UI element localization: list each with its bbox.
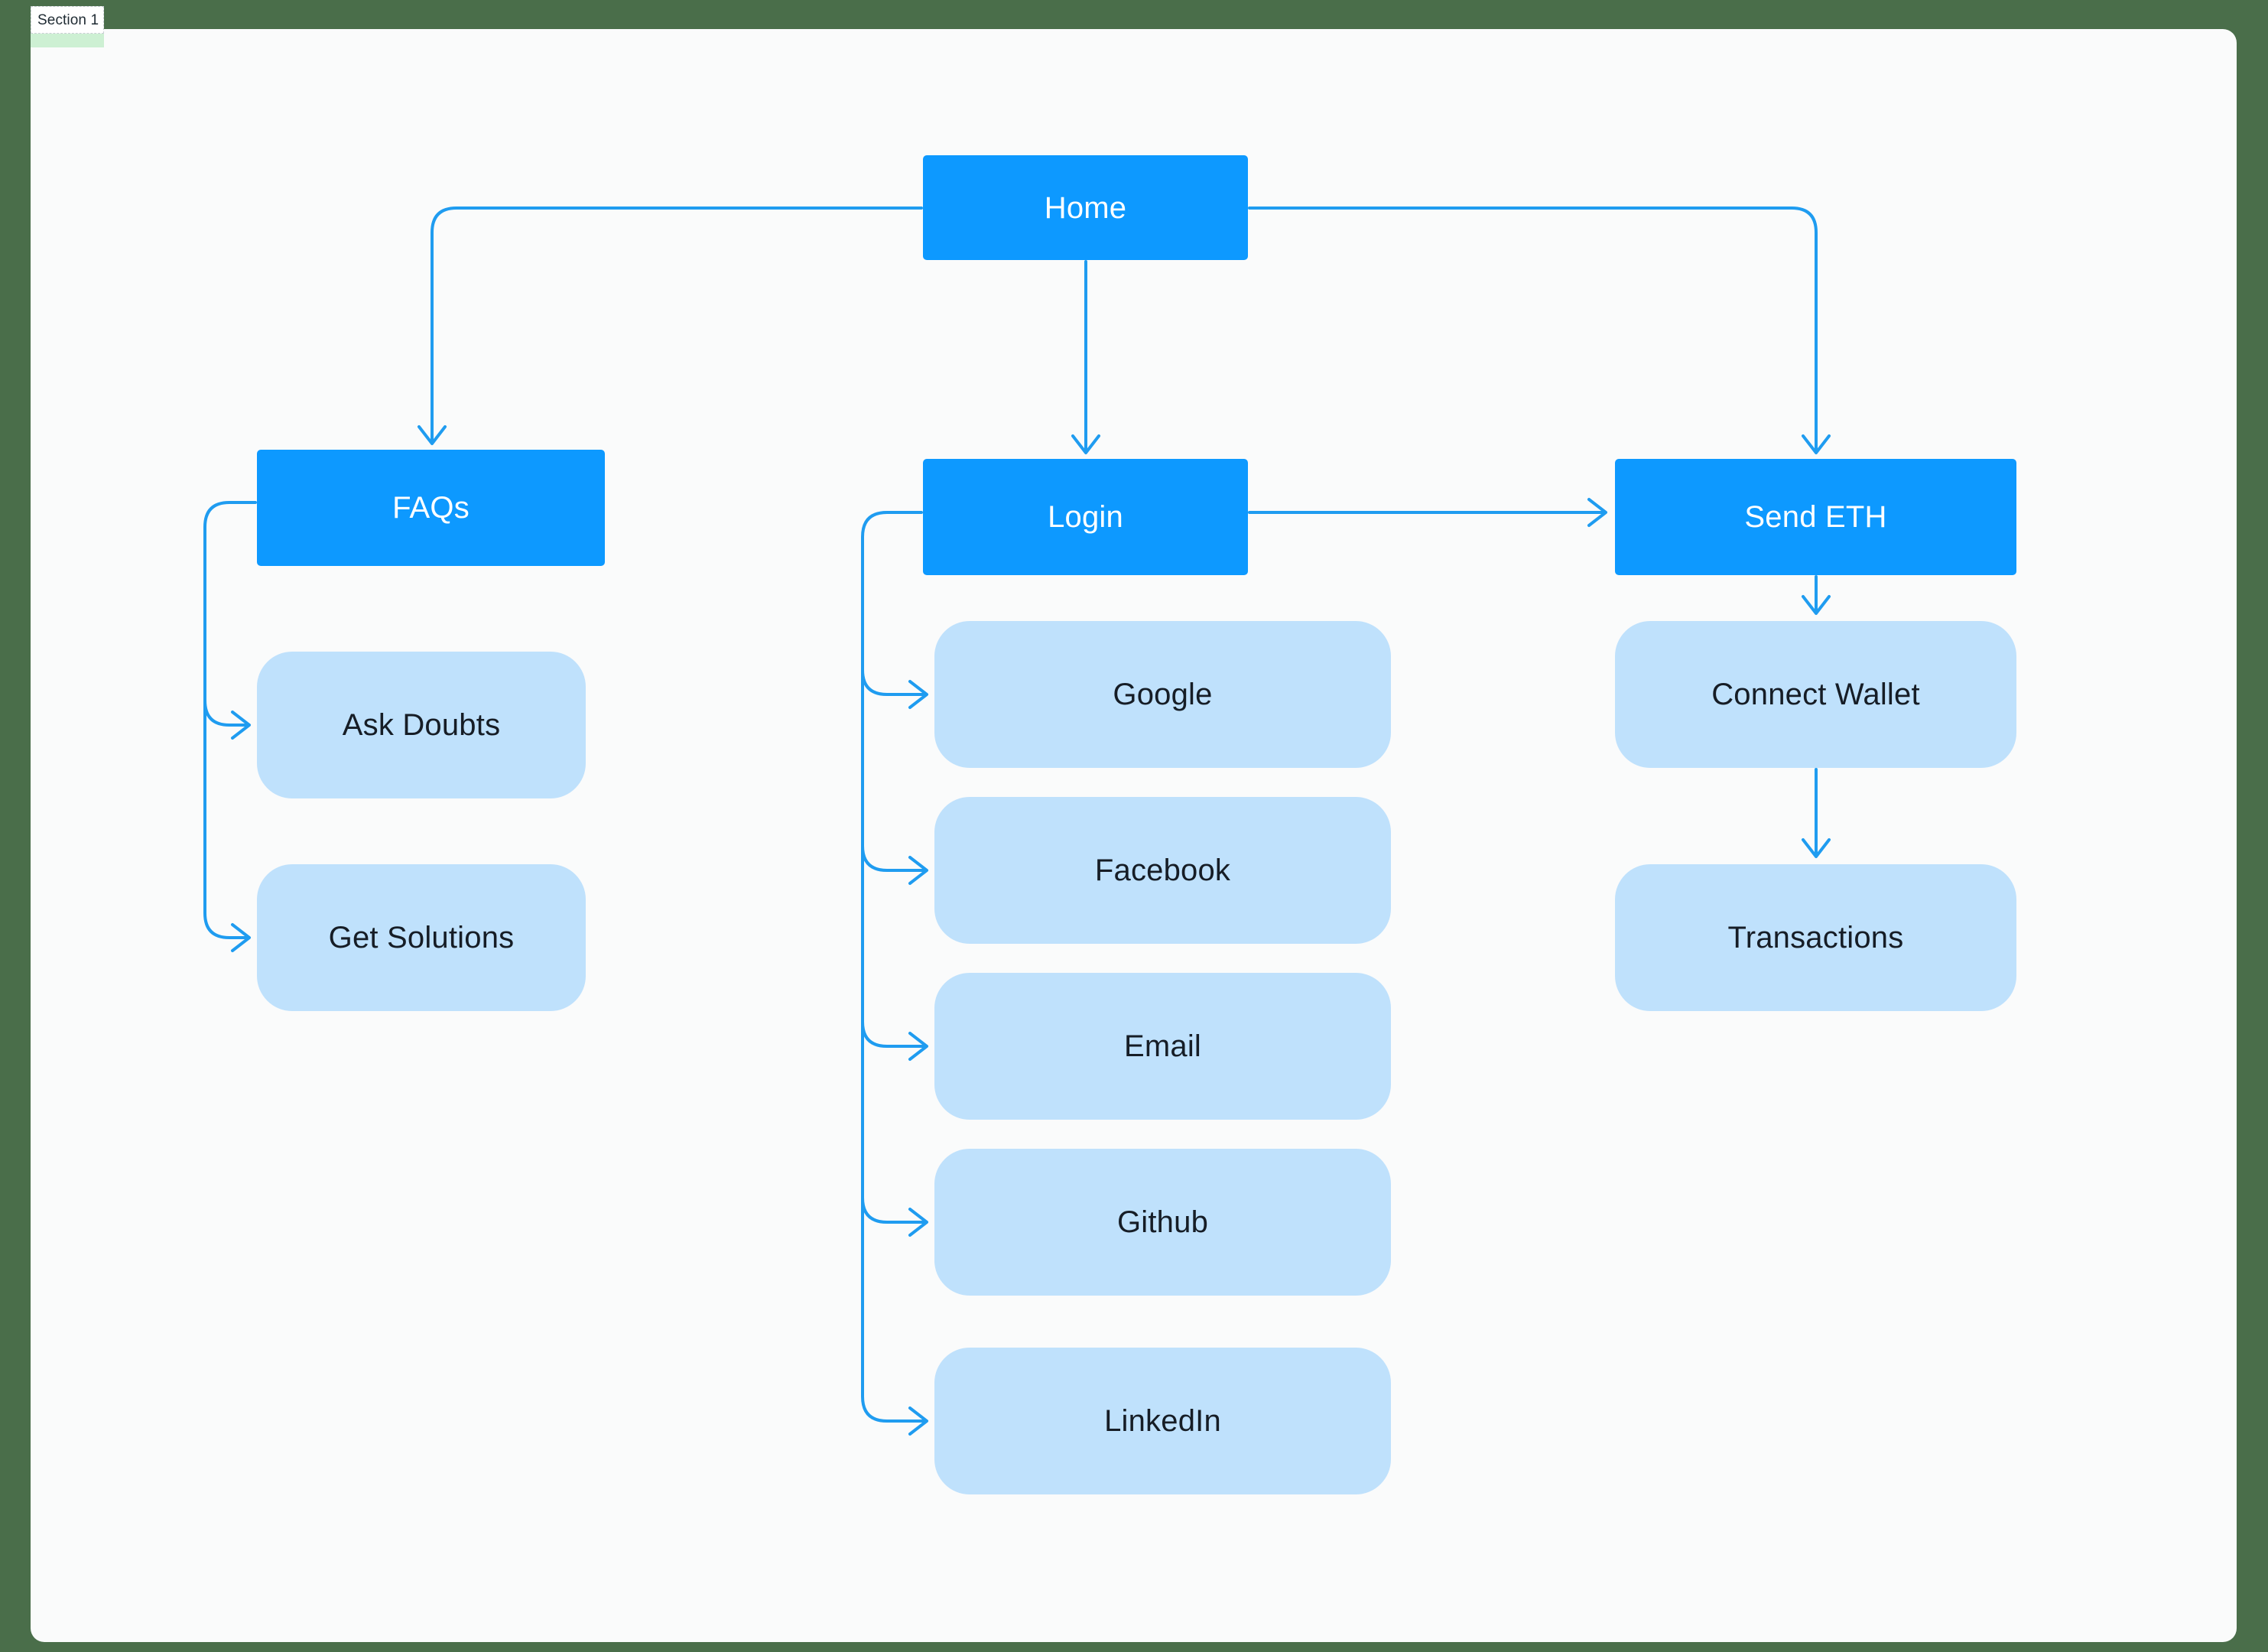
- node-connect-wallet-label: Connect Wallet: [1711, 678, 1920, 711]
- node-connect-wallet[interactable]: Connect Wallet: [1615, 621, 2016, 768]
- node-linkedin-label: LinkedIn: [1104, 1404, 1221, 1438]
- section-tab-accent-band: [31, 34, 104, 47]
- node-ask-doubts[interactable]: Ask Doubts: [257, 652, 586, 798]
- node-ask-doubts-label: Ask Doubts: [342, 708, 501, 742]
- node-transactions[interactable]: Transactions: [1615, 864, 2016, 1011]
- node-linkedin[interactable]: LinkedIn: [934, 1348, 1391, 1494]
- section-label-text: Section 1: [37, 11, 99, 28]
- node-get-solutions[interactable]: Get Solutions: [257, 864, 586, 1011]
- node-login[interactable]: Login: [923, 459, 1248, 575]
- node-send-eth-label: Send ETH: [1744, 500, 1887, 534]
- node-send-eth[interactable]: Send ETH: [1615, 459, 2016, 575]
- node-google[interactable]: Google: [934, 621, 1391, 768]
- node-get-solutions-label: Get Solutions: [328, 921, 515, 954]
- node-faqs-label: FAQs: [392, 491, 470, 525]
- section-label-tab[interactable]: Section 1: [31, 6, 104, 34]
- node-email-label: Email: [1123, 1029, 1202, 1063]
- node-github-label: Github: [1116, 1205, 1209, 1239]
- node-facebook[interactable]: Facebook: [934, 797, 1391, 944]
- node-login-label: Login: [1048, 500, 1123, 534]
- node-facebook-label: Facebook: [1094, 854, 1231, 887]
- node-github[interactable]: Github: [934, 1149, 1391, 1296]
- node-faqs[interactable]: FAQs: [257, 450, 605, 566]
- node-google-label: Google: [1113, 678, 1213, 711]
- node-email[interactable]: Email: [934, 973, 1391, 1120]
- node-home-label: Home: [1044, 190, 1127, 225]
- node-home[interactable]: Home: [923, 155, 1248, 260]
- node-transactions-label: Transactions: [1727, 921, 1904, 954]
